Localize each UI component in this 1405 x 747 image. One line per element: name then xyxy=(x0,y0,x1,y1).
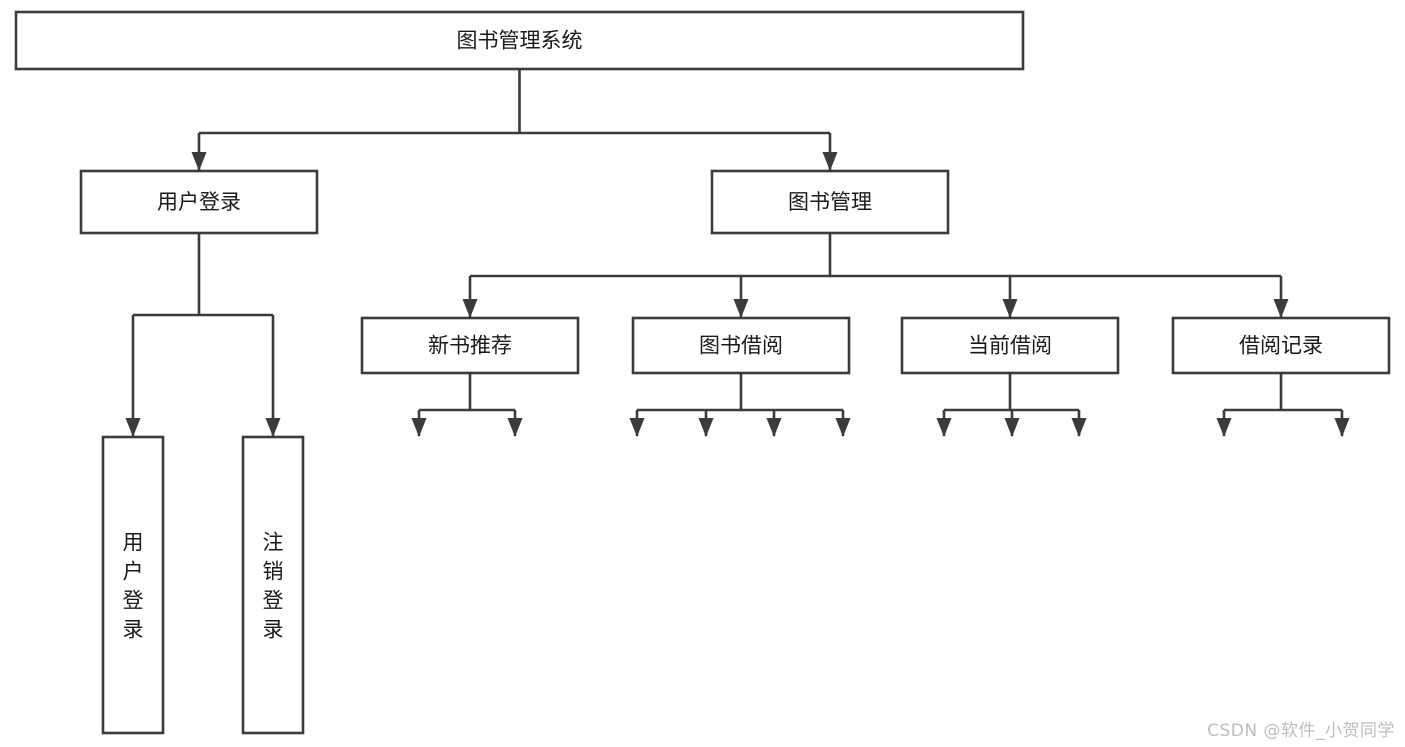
arrow-head-icon-查询图书 xyxy=(411,418,427,437)
arrow-head-icon-编辑图书管理员 xyxy=(766,418,782,437)
arrow-head-icon-查询图书 xyxy=(936,418,952,437)
node-借阅记录[interactable]: 借阅记录 xyxy=(1171,316,1391,375)
arrow-head-icon-图书管理 xyxy=(822,152,838,171)
arrow-head-icon-图书借阅 xyxy=(733,299,749,318)
arrow-head-icon-借阅记录 xyxy=(1273,299,1289,318)
node-box-图书管理系统[interactable] xyxy=(14,10,1025,71)
connector-layer xyxy=(125,69,1350,437)
node-label-用户登录: 用户登录 xyxy=(157,190,241,214)
node-box-图书管理[interactable] xyxy=(710,169,950,235)
node-用户登录[interactable]: 用户登录 xyxy=(79,169,319,235)
node-label-新书推荐: 新书推荐 xyxy=(428,334,512,358)
node-box-新书推荐[interactable] xyxy=(360,316,580,375)
arrow-head-icon-新增借阅记录 xyxy=(1216,418,1232,437)
node-label-借阅记录: 借阅记录 xyxy=(1239,334,1323,358)
arrow-head-icon-新增图书管理员 xyxy=(698,418,714,437)
arrow-head-icon-注销登录 xyxy=(265,418,281,437)
arrow-head-icon-借阅图书 xyxy=(835,418,851,437)
node-box-图书借阅[interactable] xyxy=(631,316,851,375)
arrow-head-icon-借阅图书 xyxy=(507,418,523,437)
node-图书管理[interactable]: 图书管理 xyxy=(710,169,950,235)
node-box-注销登录[interactable] xyxy=(241,435,305,735)
node-label-当前借阅: 当前借阅 xyxy=(968,334,1052,358)
node-box-用户登录[interactable] xyxy=(101,435,165,735)
node-layer: 图书管理系统用户登录用户登录注销登录图书管理新书推荐图书借阅当前借阅借阅记录 xyxy=(14,10,1391,735)
arrow-head-icon-查询图书 xyxy=(629,418,645,437)
node-label-用户登录: 用户登录 xyxy=(123,531,144,642)
node-box-借阅记录[interactable] xyxy=(1171,316,1391,375)
node-label-注销登录: 注销登录 xyxy=(263,531,284,642)
node-label-图书管理: 图书管理 xyxy=(788,190,872,214)
arrow-head-icon-用户登录 xyxy=(191,152,207,171)
node-图书借阅[interactable]: 图书借阅 xyxy=(631,316,851,375)
node-图书管理系统[interactable]: 图书管理系统 xyxy=(14,10,1025,71)
node-注销登录[interactable]: 注销登录 xyxy=(241,435,305,735)
node-box-当前借阅[interactable] xyxy=(900,316,1120,375)
node-当前借阅[interactable]: 当前借阅 xyxy=(900,316,1120,375)
arrow-head-icon-新书推荐 xyxy=(462,299,478,318)
arrow-head-icon-确认归还管理员 xyxy=(1071,418,1087,437)
arrow-head-icon-用户登录 xyxy=(125,418,141,437)
arrow-head-icon-归还图书 xyxy=(1004,418,1020,437)
node-新书推荐[interactable]: 新书推荐 xyxy=(360,316,580,375)
node-用户登录[interactable]: 用户登录 xyxy=(101,435,165,735)
node-label-图书管理系统: 图书管理系统 xyxy=(457,29,583,53)
node-label-图书借阅: 图书借阅 xyxy=(699,334,783,358)
node-box-用户登录[interactable] xyxy=(79,169,319,235)
arrow-head-icon-查询借阅记录 xyxy=(1334,418,1350,437)
arrow-head-icon-当前借阅 xyxy=(1002,299,1018,318)
